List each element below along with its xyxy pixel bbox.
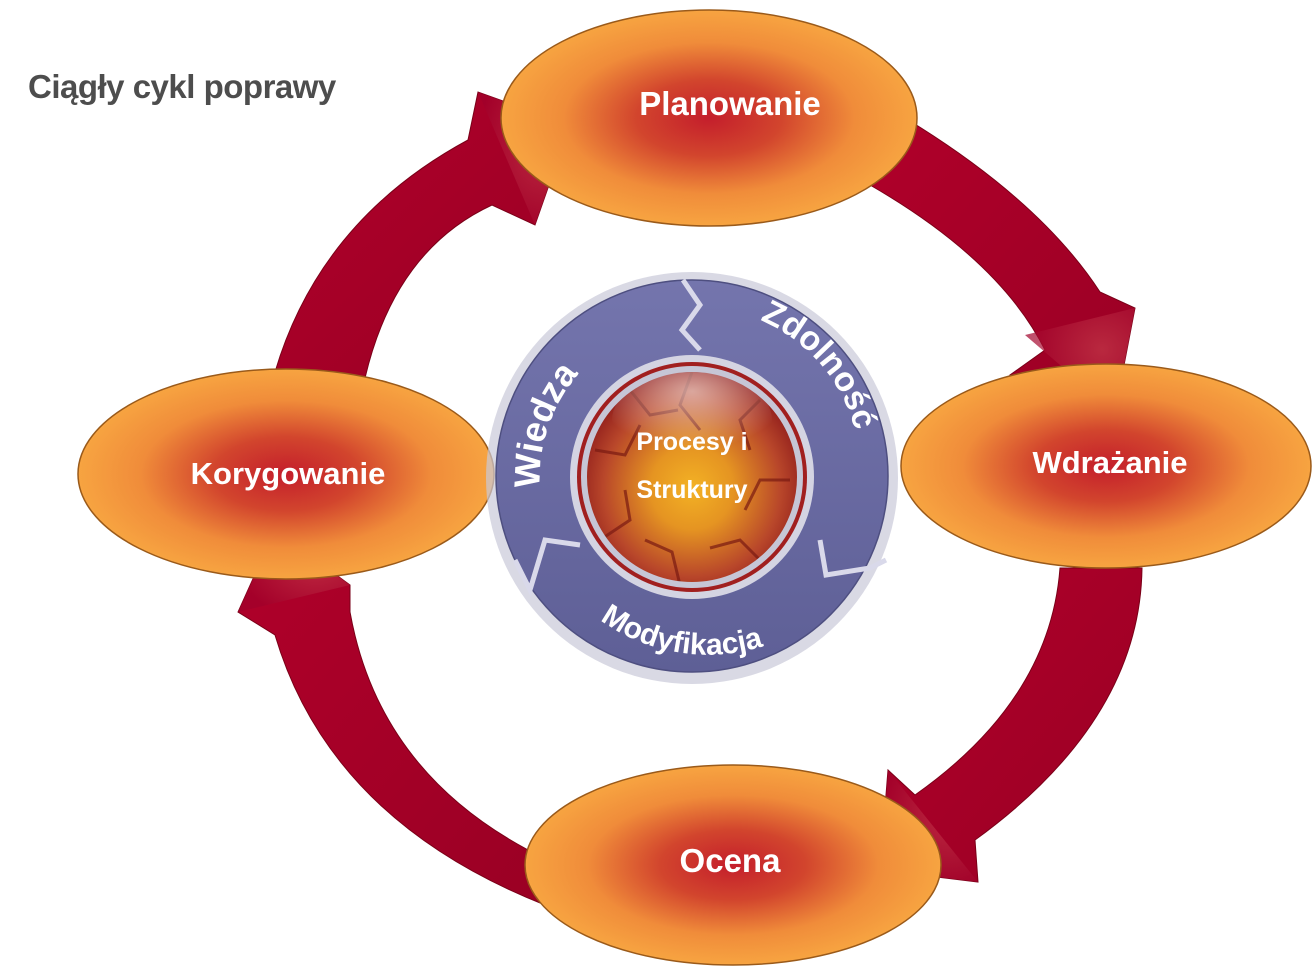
node-implementation-label: Wdrażanie xyxy=(1032,445,1187,480)
core-label-line2: Struktury xyxy=(636,476,747,504)
node-correction-label: Korygowanie xyxy=(191,456,386,491)
node-implementation: Wdrażanie xyxy=(900,363,1312,569)
node-evaluation: Ocena xyxy=(524,764,942,966)
arrow-implementation-to-evaluation xyxy=(879,567,1143,883)
node-planning: Planowanie xyxy=(500,9,918,227)
node-planning-label: Planowanie xyxy=(639,85,821,122)
node-evaluation-label: Ocena xyxy=(680,842,782,879)
node-correction: Korygowanie xyxy=(77,368,495,580)
core-sphere: Procesy i Struktury xyxy=(577,362,807,592)
core-label-line1: Procesy i xyxy=(636,428,747,456)
diagram-title: Ciągły cykl poprawy xyxy=(28,68,336,105)
